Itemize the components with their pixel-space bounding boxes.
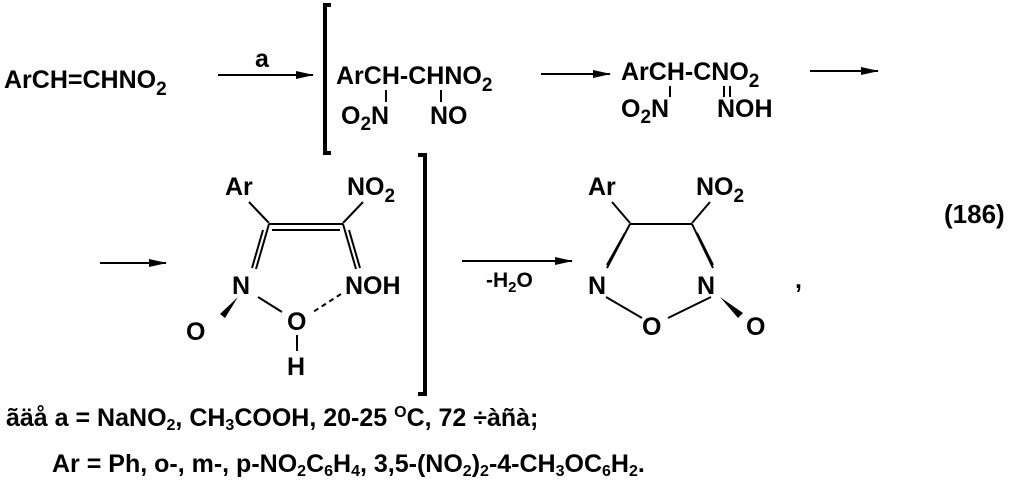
svg-text:NO2: NO2 [347,173,395,207]
svg-text:Ar: Ar [225,173,253,201]
svg-text:O: O [287,308,306,336]
svg-text:NO: NO [430,102,468,130]
furoxan-product: Ar NO2 N N O O [588,173,765,341]
conditions-line-1: ãäå a = NaNO2, CH3COOH, 20-25 OC, 72 ÷àñ… [6,404,539,434]
svg-text:NOH: NOH [345,272,401,300]
intermediate-1: ArCH-CHNO2 O2N NO [336,62,492,135]
separator-comma: , [795,266,802,294]
svg-text:O: O [186,318,205,346]
svg-text:N: N [697,272,715,300]
reaction-scheme: ArCH=CHNO2 a ArCH-CHNO2 O2N NO ArCH-CNO2… [4,3,1005,396]
svg-text:O2N: O2N [341,102,389,135]
conditions-line-2: Ar = Ph, o-, m-, p-NO2C6H4, 3,5-(NO2)2-4… [52,450,645,480]
svg-text:Ar: Ar [588,173,616,201]
svg-text:O2N: O2N [621,95,669,128]
reagent-label: a [255,45,270,73]
svg-text:N: N [232,272,250,300]
svg-text:O: O [642,313,661,341]
svg-text:O: O [746,313,765,341]
svg-text:ArCH-CNO2: ArCH-CNO2 [621,58,759,92]
bracket-right [418,153,427,396]
svg-text:N: N [588,272,606,300]
svg-text:NOH: NOH [717,95,773,123]
scheme-number: (186) [944,199,1005,229]
dehydration-label: -H2O [486,269,533,296]
bracket-left [323,3,331,155]
ring-intermediate: Ar NO2 N NOH O H O [186,173,401,381]
intermediate-2: ArCH-CNO2 O2N NOH [621,58,773,128]
svg-text:ArCH-CHNO2: ArCH-CHNO2 [336,62,492,96]
reactant-formula: ArCH=CHNO2 [4,66,167,100]
svg-text:NO2: NO2 [696,173,744,207]
svg-text:H: H [287,353,305,381]
